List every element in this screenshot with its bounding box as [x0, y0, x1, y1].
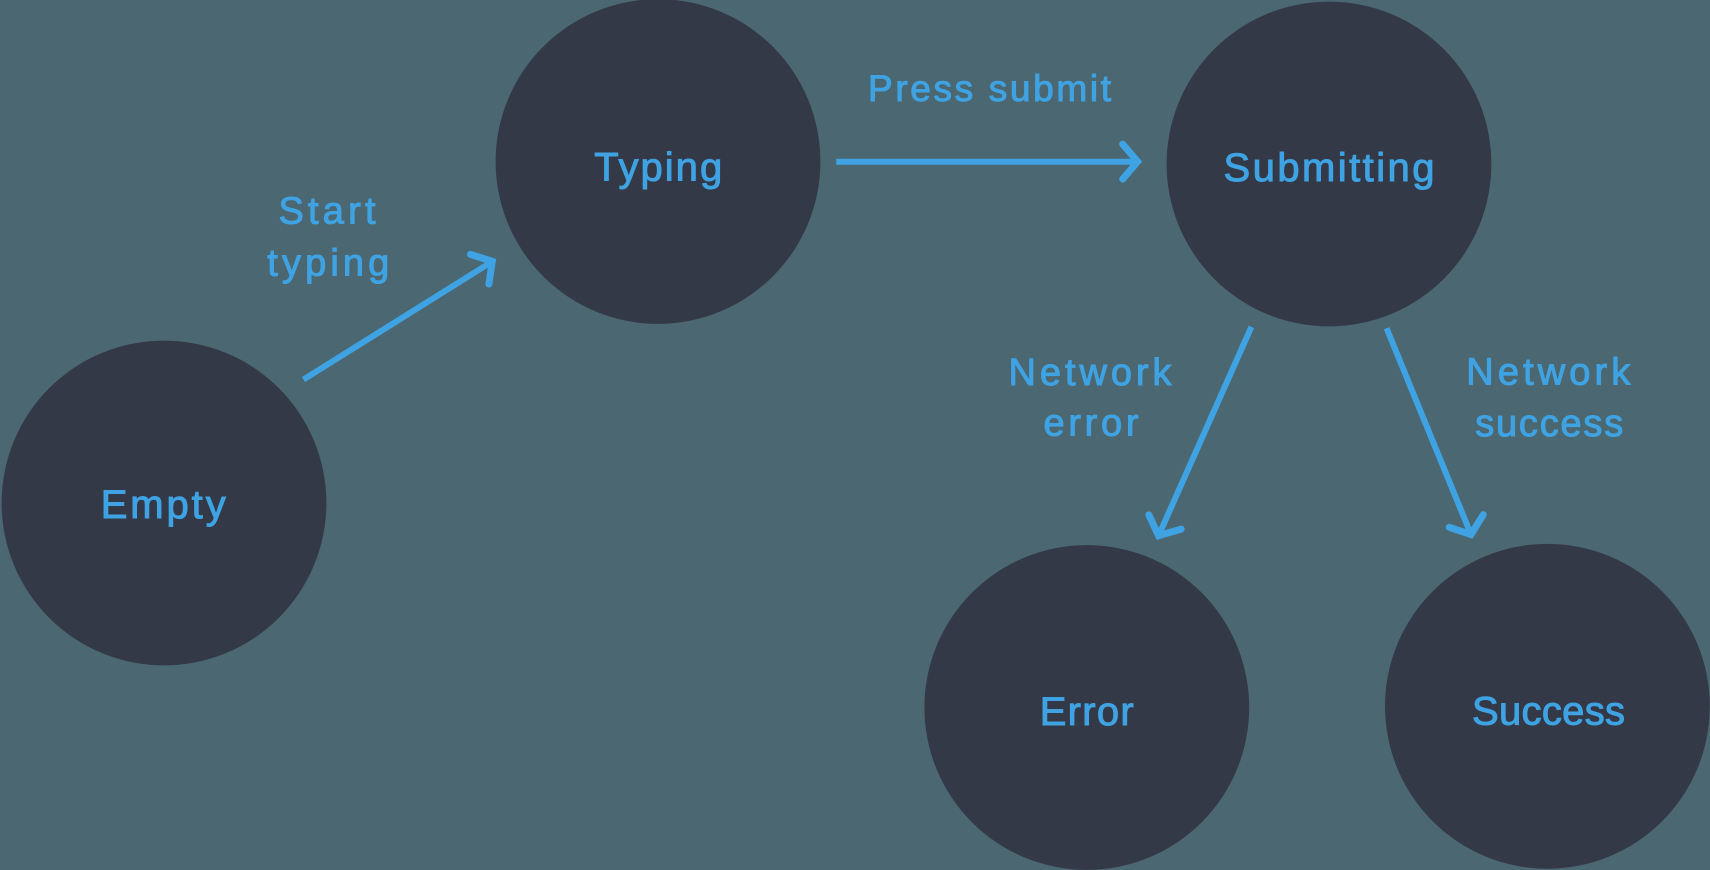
svg-text:Empty: Empty [101, 483, 226, 527]
svg-text:Success: Success [1472, 690, 1625, 734]
svg-text:Start: Start [279, 191, 376, 233]
svg-text:Network: Network [1009, 352, 1173, 394]
svg-text:Error: Error [1040, 690, 1134, 734]
svg-text:Press submit: Press submit [868, 68, 1112, 109]
svg-text:Typing: Typing [594, 145, 722, 189]
svg-text:Network: Network [1466, 352, 1631, 394]
svg-text:success: success [1475, 403, 1623, 445]
svg-text:Submitting: Submitting [1224, 146, 1435, 190]
